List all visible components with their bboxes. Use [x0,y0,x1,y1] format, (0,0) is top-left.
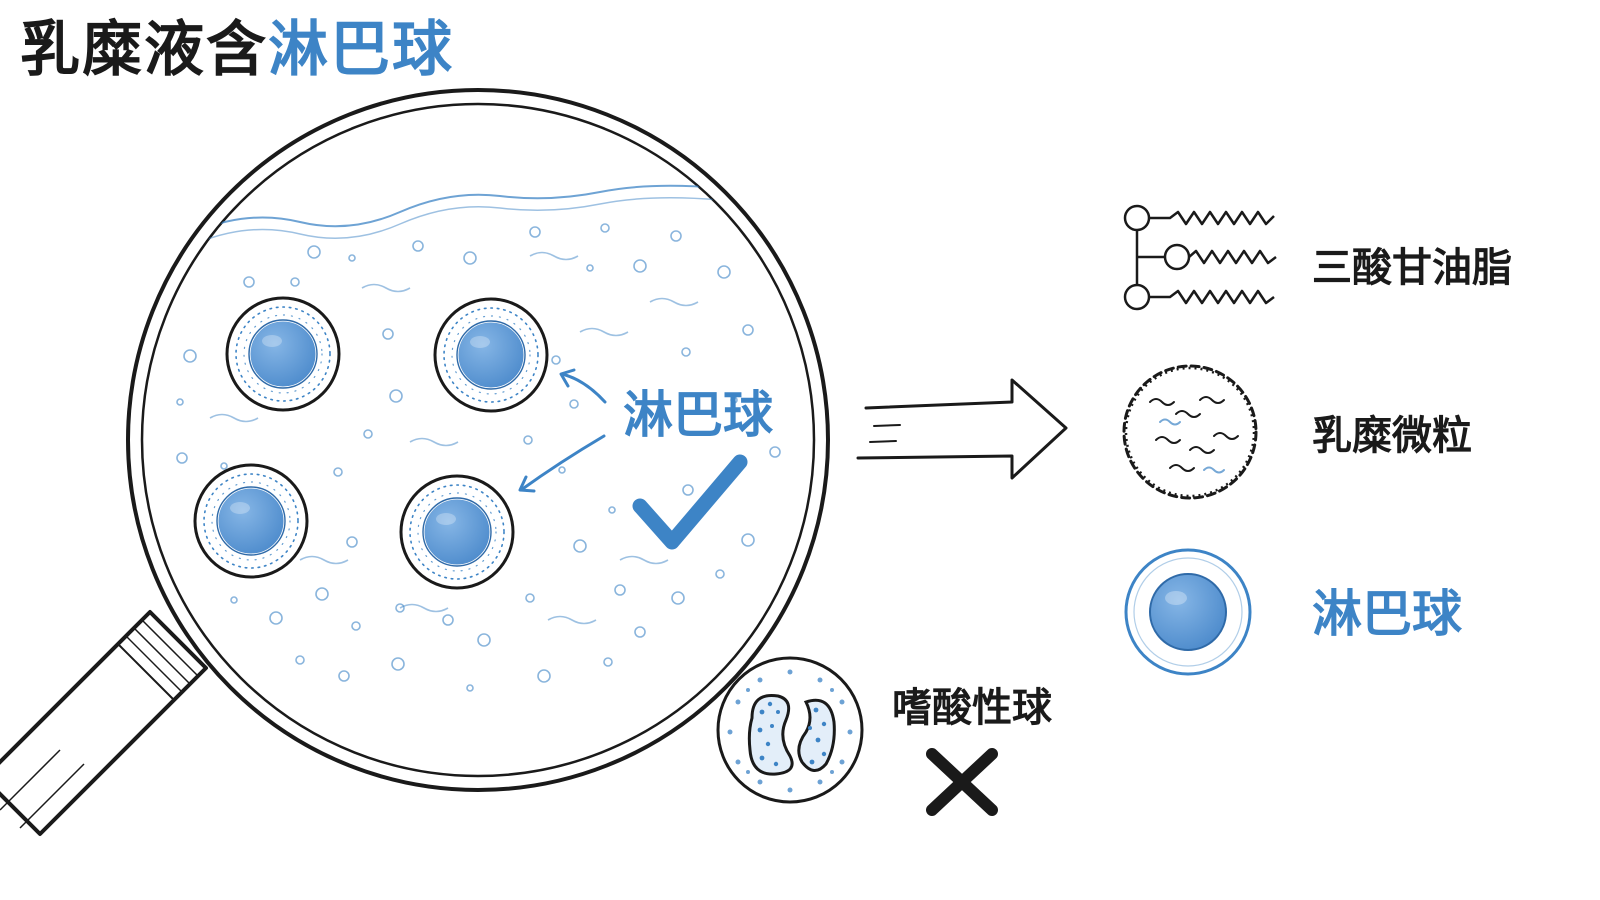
eosinophil-label: 嗜酸性球 [892,685,1053,731]
triglyceride-label: 三酸甘油脂 [1312,245,1512,291]
check-icon [632,454,748,550]
arrow-right-icon [856,378,1068,480]
lymphocyte-legend-label: 淋巴球 [1312,585,1463,643]
eosinophil-icon [716,656,864,804]
chylomicron-icon [1122,364,1258,500]
chylomicron-label: 乳糜微粒 [1312,413,1472,459]
triglyceride-icon [1123,204,1277,311]
plasma-background [176,184,781,692]
title-part-blue: 淋巴球 [268,15,454,85]
label-arrows [518,368,607,493]
cross-icon [926,748,998,816]
lymphocyte-legend-icon [1124,548,1252,676]
page-title: 乳糜液含淋巴球 [20,20,454,80]
title-part-black: 乳糜液含 [20,15,268,85]
magnifier-lens [126,88,830,792]
magnifier-handle [0,610,208,836]
magnifier-label: 淋巴球 [623,386,774,444]
